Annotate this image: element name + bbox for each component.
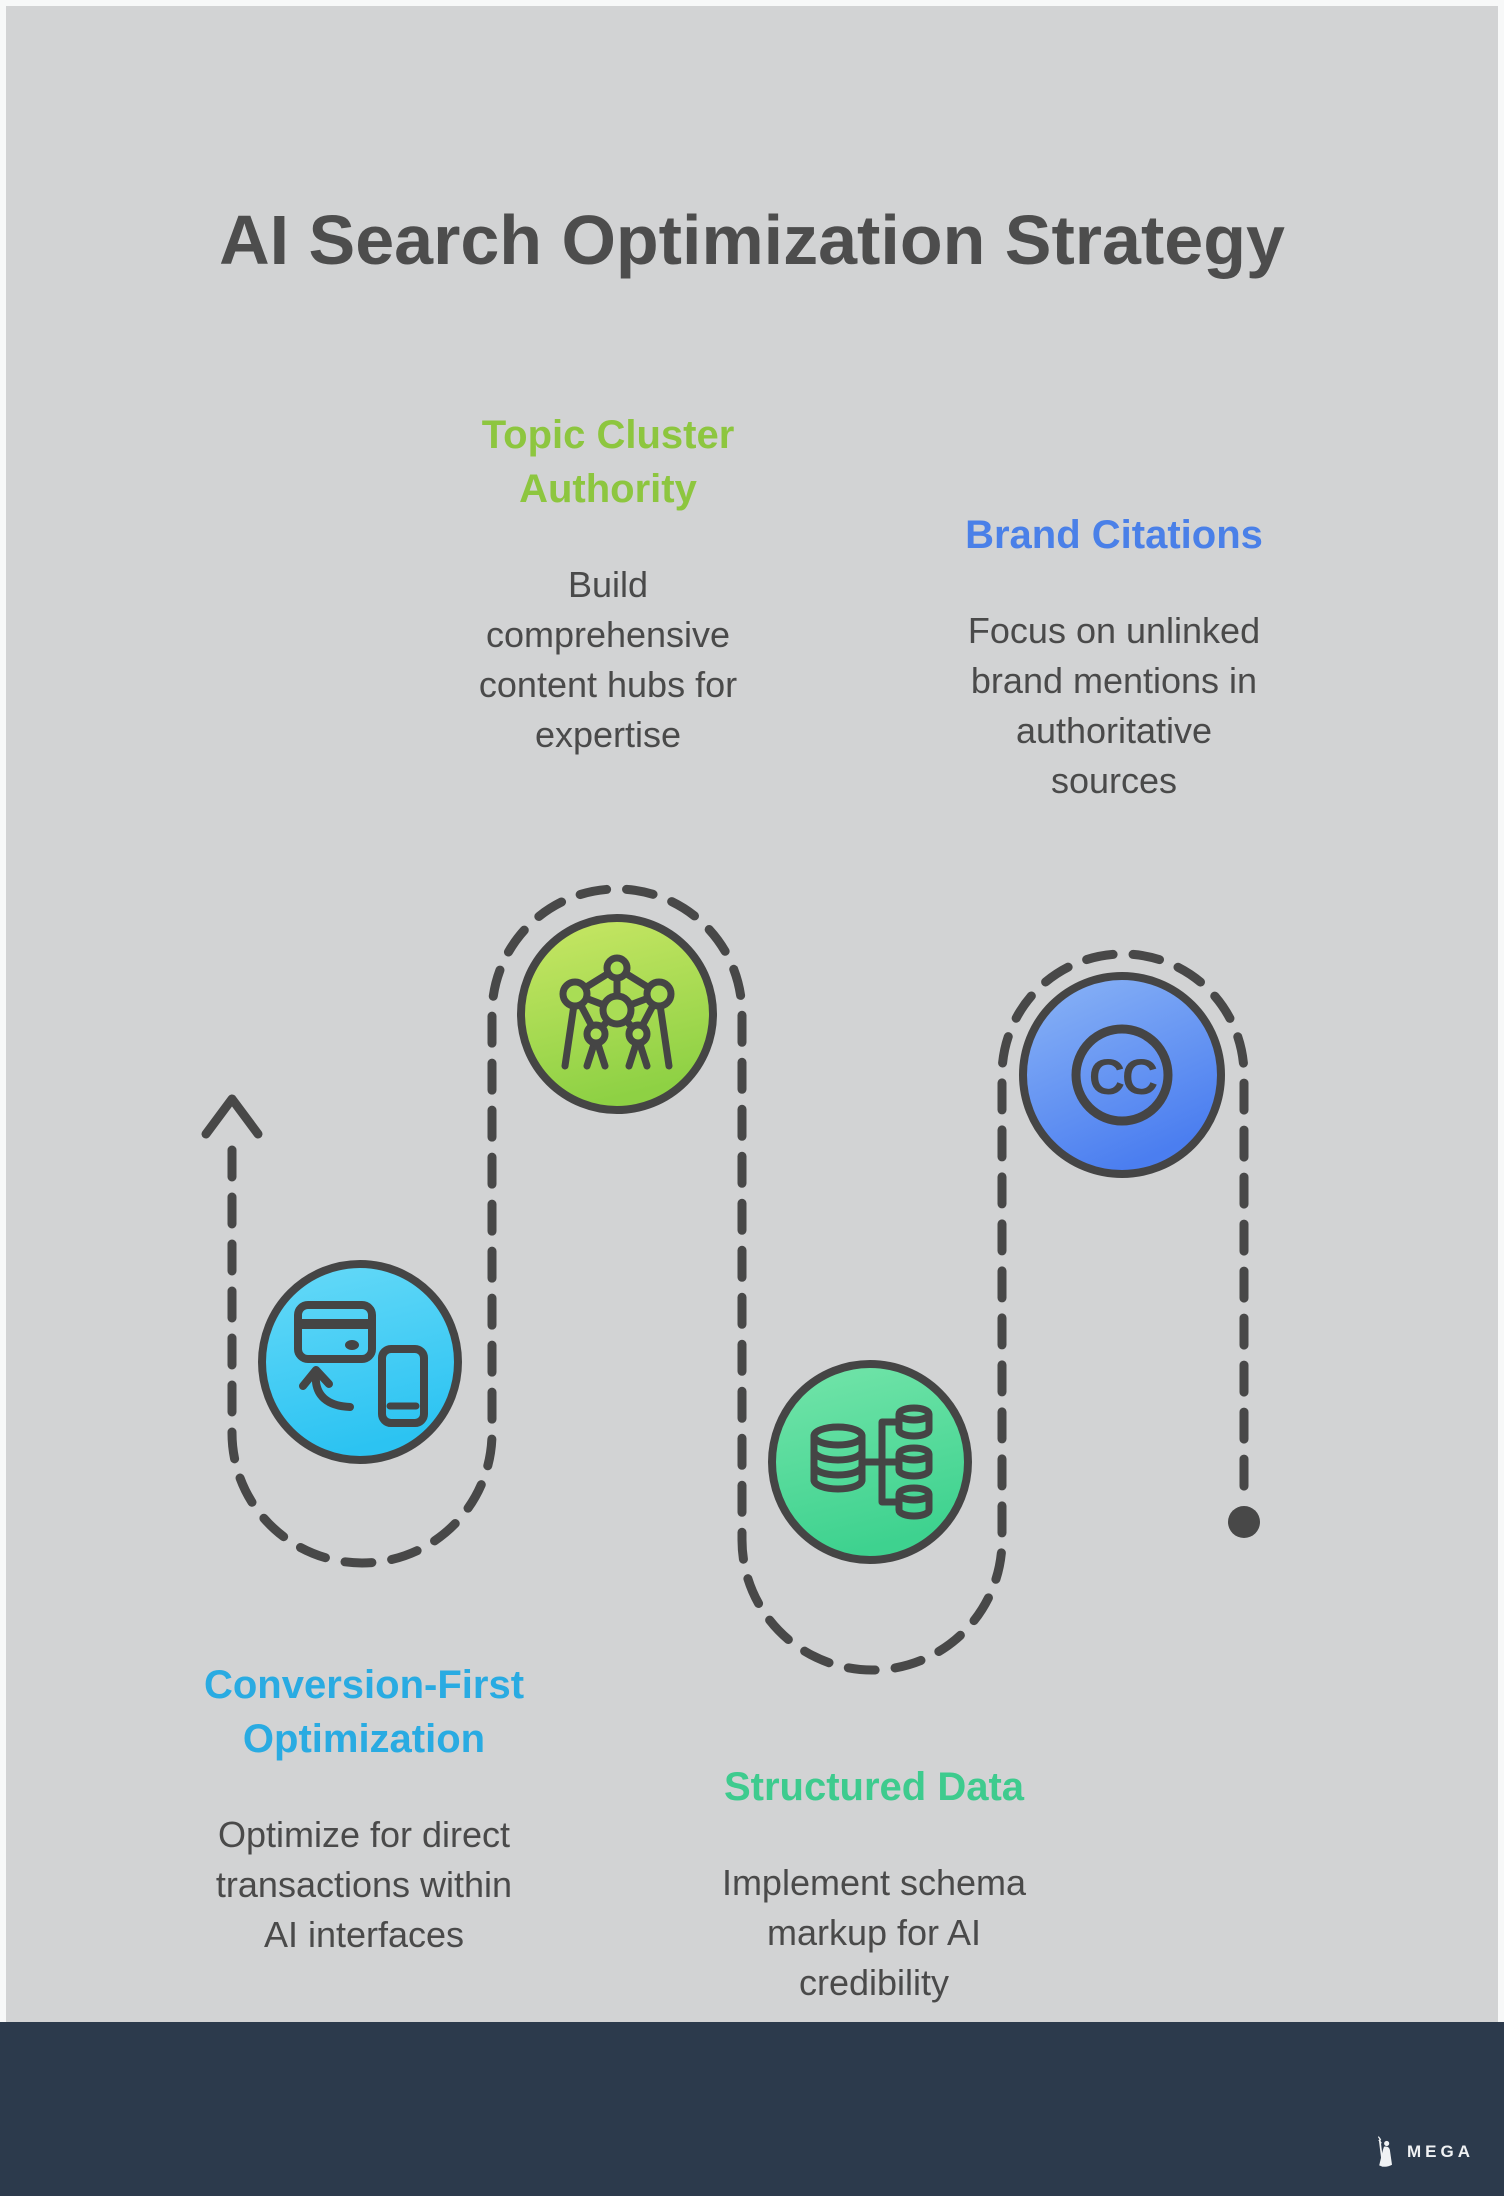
step-description: Optimize for direct transactions within … [215, 1814, 513, 1955]
footer-brand: MEGA [1371, 2136, 1474, 2168]
step-heading: Brand Citations [965, 513, 1263, 557]
step-heading: Conversion-First Optimization [203, 1663, 525, 1761]
footer: MEGA [0, 2022, 1504, 2196]
page-title: AI Search Optimization Strategy [219, 201, 1285, 279]
step-conversion-first: Conversion-First Optimization Optimize f… [154, 1658, 574, 1960]
step-description: Implement schema markup for AI credibili… [721, 1862, 1027, 2003]
step-topic-cluster: Topic Cluster Authority Build comprehens… [398, 408, 818, 760]
step-heading: Topic Cluster Authority [481, 413, 735, 511]
mega-logo-icon [1378, 2136, 1392, 2167]
step-heading: Structured Data [723, 1765, 1025, 1809]
step-description: Focus on unlinked brand mentions in auth… [967, 610, 1261, 801]
footer-brand-text: MEGA [1407, 2142, 1474, 2161]
step-description: Build comprehensive content hubs for exp… [478, 564, 738, 755]
step-brand-citations: Brand Citations Focus on unlinked brand … [904, 508, 1324, 806]
step-structured-data: Structured Data Implement schema markup … [664, 1760, 1084, 2008]
